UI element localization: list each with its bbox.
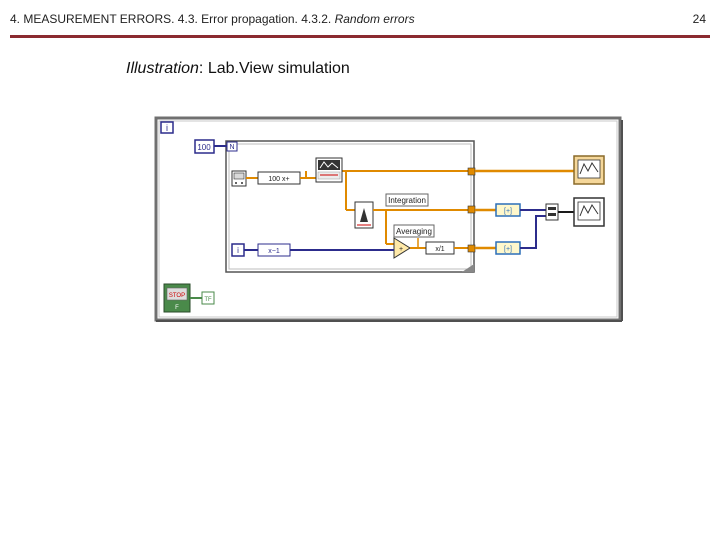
illustration-rest: : Lab.View simulation [198,60,350,77]
stop-button-sub: F [175,305,179,311]
integration-label: Integration [388,196,426,205]
multiply-label: 100 x+ [268,176,289,183]
count-constant-label: 100 [197,143,211,152]
header-section: Random errors [334,12,415,26]
iteration-label: i [237,246,239,255]
count-terminal: N [226,141,238,152]
boolean-indicator: TF [201,291,215,305]
header-rule [10,35,710,38]
illustration-title: Illustration: Lab.View simulation [126,60,350,78]
stop-button-label: STOP [169,293,185,299]
random-number-node[interactable] [231,170,247,187]
averaging-label: Averaging [396,227,432,236]
bundle-node[interactable] [545,203,559,221]
build-array-node-upper[interactable]: [+] [495,203,521,217]
decrement-node[interactable]: x−1 [257,243,291,257]
svg-text:+: + [399,246,403,253]
slide-header: 4. MEASUREMENT ERRORS. 4.3. Error propag… [10,12,710,32]
divide-node[interactable]: x/1 [425,241,455,255]
svg-text:[+]: [+] [504,246,512,253]
integration-icon-node[interactable] [354,201,374,229]
svg-text:[+]: [+] [504,208,512,215]
decrement-label: x−1 [268,248,280,255]
iteration-terminal: i [231,243,245,257]
xy-graph-indicator[interactable] [573,197,605,227]
build-array-node-lower[interactable]: [+] [495,241,521,255]
labview-block-diagram: i N 100 100 x+ [154,116,624,324]
count-constant[interactable]: 100 [194,139,215,154]
integration-label-box: Integration [385,193,429,207]
divide-label: x/1 [435,246,444,253]
waveform-chart-indicator[interactable] [573,155,605,185]
header-title: 4. MEASUREMENT ERRORS. 4.3. Error propag… [10,12,415,26]
loop-index-terminal: i [160,121,174,134]
stop-button[interactable]: STOP F [163,283,191,313]
add-node[interactable]: + [393,237,411,259]
illustration-lead: Illustration [126,60,199,77]
header-breadcrumb: 4. MEASUREMENT ERRORS. 4.3. Error propag… [10,12,332,26]
boolean-indicator-label: TF [204,297,212,303]
averaging-label-box: Averaging [393,224,435,238]
page-number: 24 [692,12,706,26]
waveform-graph-node[interactable] [315,157,343,183]
loop-index-label: i [166,123,168,133]
svg-text:N: N [229,144,234,151]
multiply-node[interactable]: 100 x+ [257,171,301,185]
